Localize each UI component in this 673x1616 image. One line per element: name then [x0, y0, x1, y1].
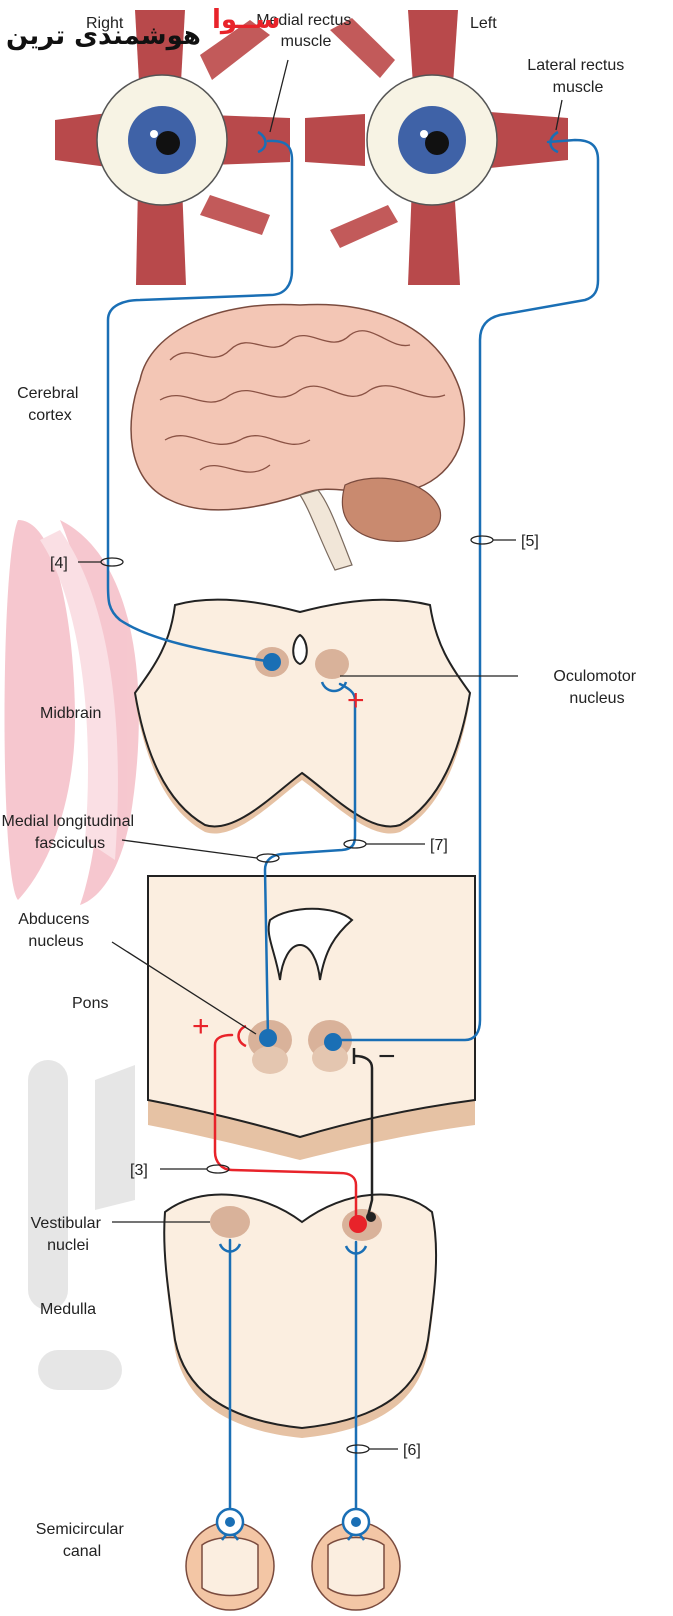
label-semicircular-line2: canal: [63, 1543, 101, 1560]
label-ref-4: [4]: [50, 555, 68, 572]
right-eye-glint: [150, 130, 158, 138]
watermark-bar-tall: [28, 1060, 68, 1310]
label-ref-5: [5]: [521, 533, 539, 550]
cerebellum: [342, 478, 440, 541]
neuron-oculomotor: [263, 653, 281, 671]
label-mlf-line1: Medial longitudinal: [2, 813, 135, 830]
label-vestibular-line2: nuclei: [47, 1237, 89, 1254]
label-semicircular-line1: Semicircular: [36, 1521, 125, 1538]
left-eye-glint: [420, 130, 428, 138]
oculomotor-nucleus-left: [315, 649, 349, 679]
label-abducens-line1: Abducens: [18, 911, 89, 928]
ring-6: [347, 1445, 369, 1453]
vestibular-nucleus-right: [210, 1206, 250, 1238]
ganglion-right-core: [225, 1517, 235, 1527]
label-ref-3: [3]: [130, 1162, 148, 1179]
canal-ampulla-right: [202, 1538, 258, 1596]
neuron-vestibular-excitatory: [349, 1215, 367, 1233]
label-ref-7: [7]: [430, 837, 448, 854]
cerebral-aqueduct: [293, 635, 307, 664]
label-ref-6: [6]: [403, 1442, 421, 1459]
midbrain-section: [135, 600, 470, 834]
semicircular-canals: [186, 1522, 400, 1610]
midbrain-outline: [135, 600, 470, 827]
ring-5: [471, 536, 493, 544]
neuron-abducens-interneuron: [259, 1029, 277, 1047]
label-semicircular-canal: Semicircular canal: [36, 1521, 128, 1560]
label-vestibular-line1: Vestibular: [31, 1215, 102, 1232]
label-abducens-nucleus: Abducens nucleus: [18, 911, 94, 950]
left-eye-medial-muscle: [305, 114, 365, 166]
abducens-nucleus-right-lower: [252, 1046, 288, 1074]
medulla-outline: [164, 1195, 436, 1428]
label-medial-rectus-line2: muscle: [281, 33, 332, 50]
label-left: Left: [470, 15, 497, 32]
neuron-vestibular-inhibitory: [366, 1212, 376, 1222]
label-pons: Pons: [72, 995, 108, 1012]
excite-sign-abducens: +: [192, 1010, 210, 1043]
label-midbrain: Midbrain: [40, 705, 101, 722]
right-eye-oblique-muscle-lower: [200, 195, 270, 235]
label-oculomotor-nucleus: Oculomotor nucleus: [553, 668, 640, 707]
watermark-brand-text: ســوا: [212, 5, 281, 35]
label-lateral-rectus-line2: muscle: [553, 79, 604, 96]
excite-sign-oculomotor: +: [347, 684, 365, 717]
label-medulla: Medulla: [40, 1301, 96, 1318]
leader-mlf: [122, 840, 257, 858]
lateral-rectus-muscle: [490, 112, 568, 168]
cerebrum: [131, 304, 464, 509]
label-oculomotor-line2: nucleus: [569, 690, 624, 707]
label-lateral-rectus: Lateral rectus muscle: [527, 57, 628, 96]
right-eye: [55, 10, 290, 285]
left-eye-oblique-muscle-lower: [330, 205, 398, 248]
label-abducens-line2: nucleus: [28, 933, 83, 950]
label-cerebral-cortex-line2: cortex: [28, 407, 72, 424]
inhibit-sign-abducens: −: [378, 1040, 396, 1073]
left-eye: [305, 10, 568, 285]
label-lateral-rectus-line1: Lateral rectus: [527, 57, 624, 74]
left-pupil: [425, 131, 449, 155]
medulla-section: [164, 1195, 436, 1438]
label-oculomotor-line1: Oculomotor: [553, 668, 636, 685]
ganglion-left-core: [351, 1517, 361, 1527]
label-cerebral-cortex-line1: Cerebral: [17, 385, 78, 402]
watermark-pill: [38, 1350, 122, 1390]
watermark-persian-text: هوشمندی ترین: [6, 21, 201, 51]
label-mlf-line2: fasciculus: [35, 835, 105, 852]
watermark-hook: [95, 1065, 135, 1210]
canal-ampulla-left: [328, 1538, 384, 1596]
right-pupil: [156, 131, 180, 155]
neuron-abducens-motor: [324, 1033, 342, 1051]
brain: [131, 304, 464, 570]
label-cerebral-cortex: Cerebral cortex: [17, 385, 83, 424]
